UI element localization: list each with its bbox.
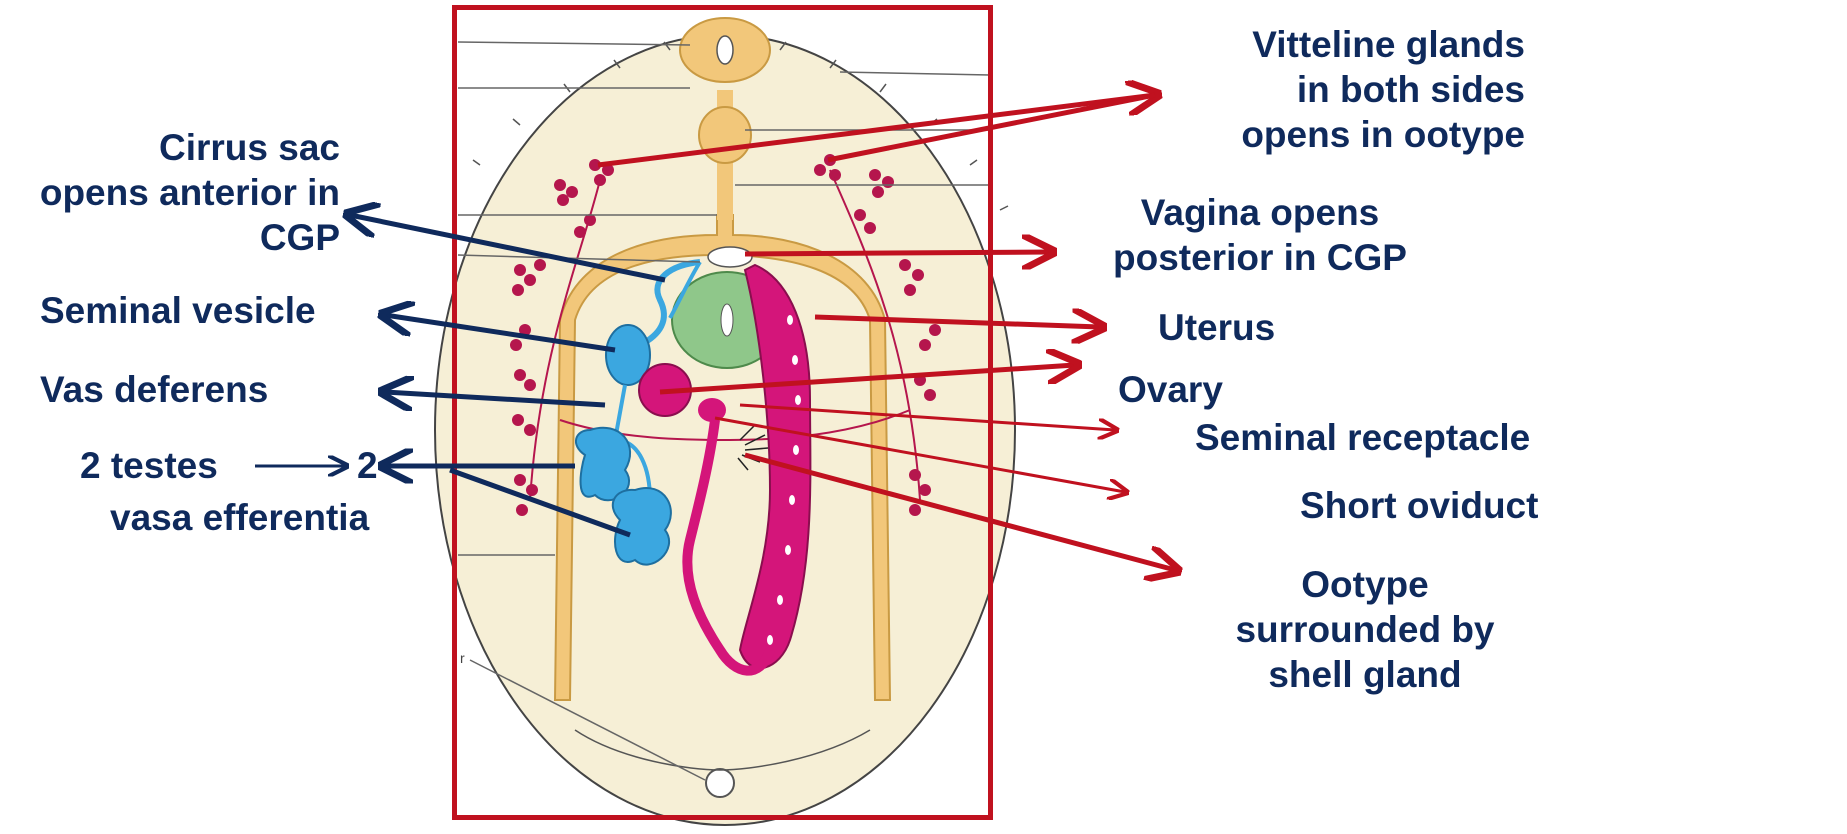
diagram-letter: r (460, 650, 465, 666)
arrow-short-oviduct (715, 418, 1125, 492)
label-vasa-efferentia: vasa efferentia (110, 495, 369, 540)
arrow-ootype (745, 455, 1175, 570)
label-cirrus-sac: Cirrus sac opens anterior in CGP (0, 125, 340, 260)
label-vasa-efferentia-num: 2 (357, 443, 378, 488)
arrow-ovary (660, 365, 1075, 392)
label-short-oviduct: Short oviduct (1300, 483, 1538, 528)
arrow-vas-deferens (385, 392, 605, 405)
label-ovary: Ovary (1118, 367, 1223, 412)
label-vas-deferens: Vas deferens (40, 367, 268, 412)
label-testes: 2 testes (80, 443, 218, 488)
arrow-seminal-vesicle (385, 315, 615, 350)
label-vagina: Vagina opens posterior in CGP (1095, 190, 1425, 280)
label-seminal-vesicle: Seminal vesicle (40, 288, 316, 333)
label-vitteline-glands: Vitteline glands in both sides opens in … (1160, 22, 1525, 157)
arrow-vagina (745, 252, 1050, 254)
arrow-vitteline-left (598, 95, 1155, 165)
arrow-cirrus-sac (350, 215, 665, 280)
label-ootype: Ootype surrounded by shell gland (1205, 562, 1525, 697)
label-seminal-receptacle: Seminal receptacle (1195, 415, 1530, 460)
label-uterus: Uterus (1158, 305, 1275, 350)
arrow-seminal-receptacle (740, 405, 1115, 430)
arrow-vasa-efferentia-2 (450, 470, 630, 535)
arrow-uterus (815, 317, 1100, 327)
